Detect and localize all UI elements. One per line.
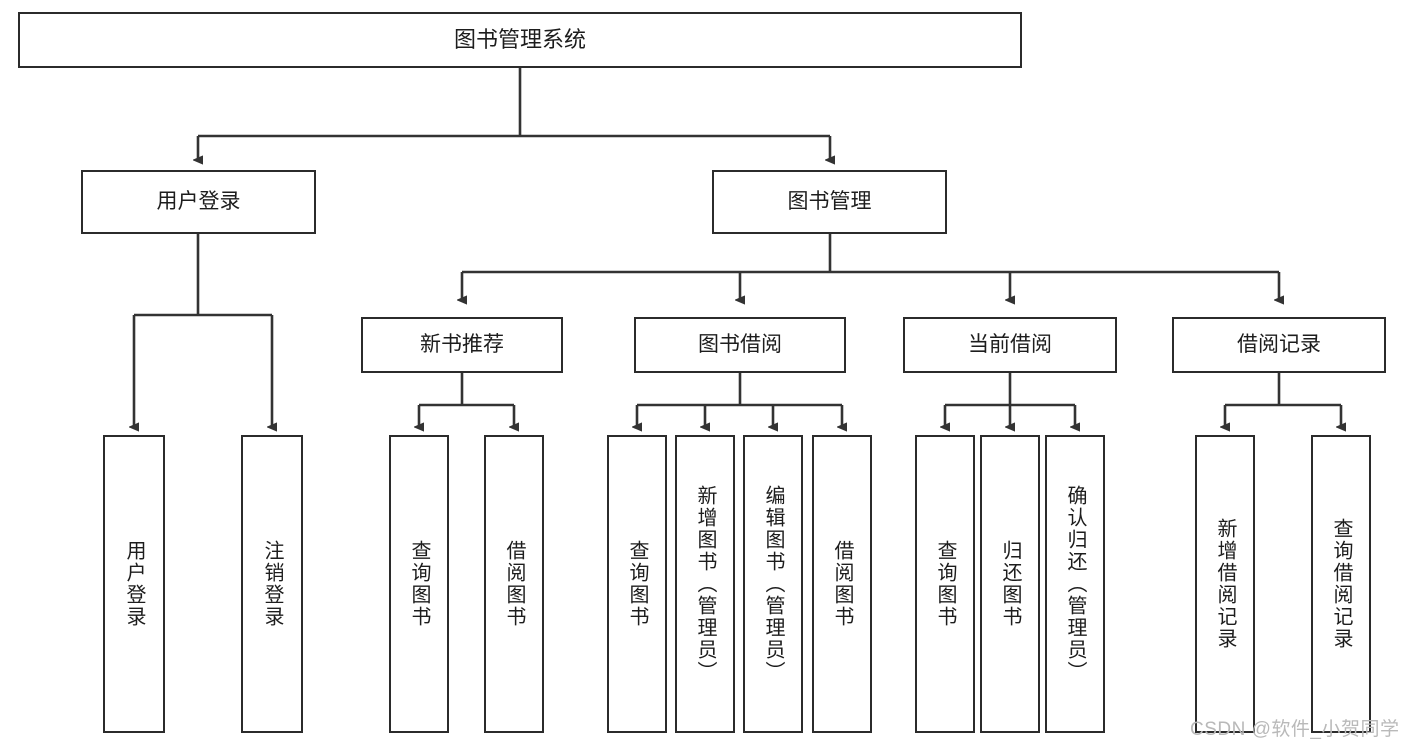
leaf-query-record[interactable]: 查询借阅记录 bbox=[1311, 435, 1371, 733]
leaf-borrow-book-1[interactable]: 借阅图书 bbox=[484, 435, 544, 733]
node-user-login[interactable]: 用户登录 bbox=[81, 170, 316, 234]
node-book-borrow-label: 图书借阅 bbox=[698, 332, 782, 356]
leaf-return-book[interactable]: 归还图书 bbox=[980, 435, 1040, 733]
leaf-add-book[interactable]: 新增图书（管理员） bbox=[675, 435, 735, 733]
leaf-borrow-book-1-label: 借阅图书 bbox=[503, 540, 525, 628]
leaf-query-book-3-label: 查询图书 bbox=[934, 540, 956, 628]
leaf-query-book-1[interactable]: 查询图书 bbox=[389, 435, 449, 733]
node-root[interactable]: 图书管理系统 bbox=[18, 12, 1022, 68]
leaf-query-book-3[interactable]: 查询图书 bbox=[915, 435, 975, 733]
node-borrow-record-label: 借阅记录 bbox=[1237, 332, 1321, 356]
leaf-borrow-book-2-label: 借阅图书 bbox=[831, 540, 853, 628]
leaf-borrow-book-2[interactable]: 借阅图书 bbox=[812, 435, 872, 733]
leaf-add-record[interactable]: 新增借阅记录 bbox=[1195, 435, 1255, 733]
node-current-borrow-label: 当前借阅 bbox=[968, 332, 1052, 356]
leaf-edit-book-label: 编辑图书（管理员） bbox=[762, 485, 784, 683]
node-book-borrow[interactable]: 图书借阅 bbox=[634, 317, 846, 373]
leaf-query-book-1-label: 查询图书 bbox=[408, 540, 430, 628]
leaf-return-book-label: 归还图书 bbox=[999, 540, 1021, 628]
leaf-user-logout[interactable]: 注销登录 bbox=[241, 435, 303, 733]
node-borrow-record[interactable]: 借阅记录 bbox=[1172, 317, 1386, 373]
leaf-user-logout-label: 注销登录 bbox=[261, 540, 283, 628]
leaf-edit-book[interactable]: 编辑图书（管理员） bbox=[743, 435, 803, 733]
leaf-confirm-return[interactable]: 确认归还（管理员） bbox=[1045, 435, 1105, 733]
leaf-add-record-label: 新增借阅记录 bbox=[1214, 518, 1236, 650]
leaf-query-record-label: 查询借阅记录 bbox=[1330, 518, 1352, 650]
node-book-manage-label: 图书管理 bbox=[787, 189, 872, 213]
node-root-label: 图书管理系统 bbox=[453, 27, 586, 53]
node-new-book-rec-label: 新书推荐 bbox=[420, 332, 504, 356]
leaf-user-login-label: 用户登录 bbox=[123, 540, 145, 628]
leaf-add-book-label: 新增图书（管理员） bbox=[694, 485, 716, 683]
node-book-manage[interactable]: 图书管理 bbox=[712, 170, 947, 234]
node-current-borrow[interactable]: 当前借阅 bbox=[903, 317, 1117, 373]
leaf-query-book-2[interactable]: 查询图书 bbox=[607, 435, 667, 733]
leaf-query-book-2-label: 查询图书 bbox=[626, 540, 648, 628]
node-user-login-label: 用户登录 bbox=[156, 189, 241, 213]
leaf-user-login[interactable]: 用户登录 bbox=[103, 435, 165, 733]
node-new-book-rec[interactable]: 新书推荐 bbox=[361, 317, 563, 373]
leaf-confirm-return-label: 确认归还（管理员） bbox=[1064, 485, 1086, 683]
